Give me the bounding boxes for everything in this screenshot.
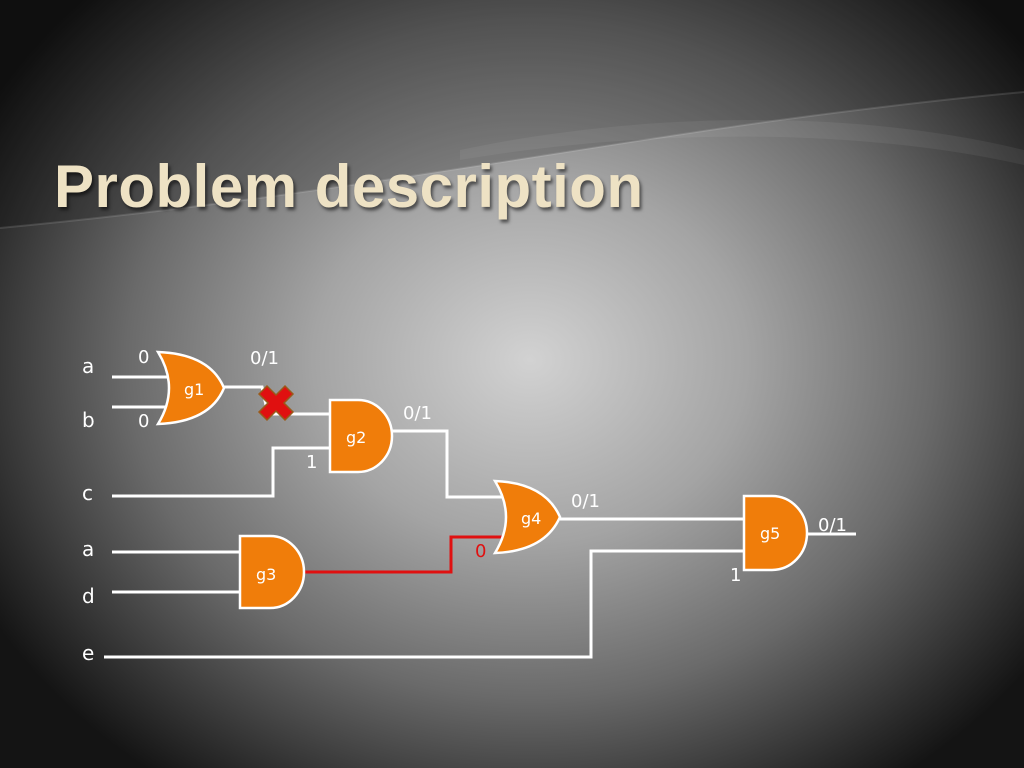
gate-label-g1: g1 — [184, 380, 204, 399]
wire-g3-g4-fault — [304, 535, 505, 574]
input-label-d: d — [82, 584, 95, 608]
value-g4-output: 0/1 — [571, 491, 600, 512]
gate-g4: g4 — [492, 479, 562, 555]
x-mark-icon — [257, 384, 295, 422]
or-gate-shape — [155, 350, 226, 426]
value-g2-input-c: 1 — [306, 452, 317, 473]
gate-label-g5: g5 — [760, 524, 780, 543]
input-label-a: a — [82, 354, 94, 378]
value-g1-input-a: 0 — [138, 347, 149, 368]
gate-g2: g2 — [328, 398, 394, 474]
value-g5-input-e: 1 — [730, 565, 741, 586]
or-gate-shape — [492, 479, 562, 555]
and-gate-shape — [238, 534, 306, 610]
gate-g3: g3 — [238, 534, 306, 610]
value-g1-output: 0/1 — [250, 348, 279, 369]
value-g5-output: 0/1 — [818, 515, 847, 536]
and-gate-shape — [742, 494, 809, 572]
input-label-b: b — [82, 408, 95, 432]
wire-e-g5 — [104, 549, 745, 659]
gate-g1: g1 — [155, 350, 226, 426]
input-label-a-second: a — [82, 537, 94, 561]
gate-label-g2: g2 — [346, 428, 366, 447]
gate-g5: g5 — [742, 494, 809, 572]
slide-title: Problem description — [54, 153, 644, 220]
wire-g2-g4 — [392, 429, 503, 499]
input-label-c: c — [82, 481, 93, 505]
and-gate-shape — [328, 398, 394, 474]
input-label-e: e — [82, 641, 94, 665]
wire-c-g2 — [112, 446, 330, 498]
value-g2-output: 0/1 — [403, 403, 432, 424]
value-g4-input-g3: 0 — [475, 541, 486, 562]
gate-label-g3: g3 — [256, 565, 276, 584]
value-g1-input-b: 0 — [138, 411, 149, 432]
gate-label-g4: g4 — [521, 509, 541, 528]
